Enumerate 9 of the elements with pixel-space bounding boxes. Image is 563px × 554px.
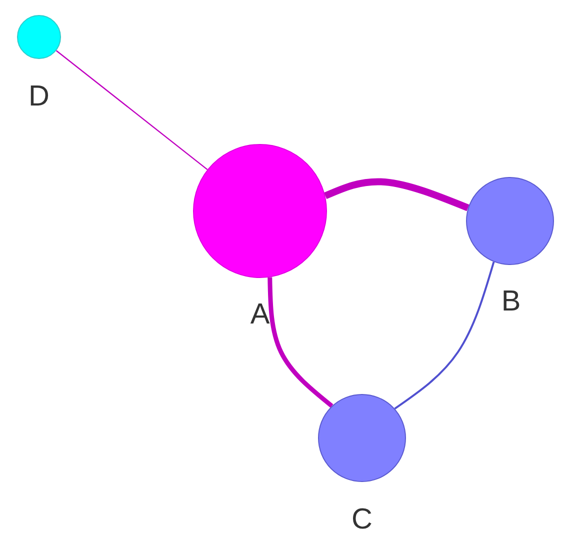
node-label: B [501, 288, 521, 316]
connector-line [56, 50, 208, 170]
node-label: C [352, 506, 372, 534]
node-circle [17, 15, 61, 59]
connector-line [268, 277, 334, 408]
connector-line [324, 178, 470, 212]
node-label: D [28, 82, 50, 112]
node-label: A [250, 300, 270, 330]
connector-line [394, 262, 495, 410]
